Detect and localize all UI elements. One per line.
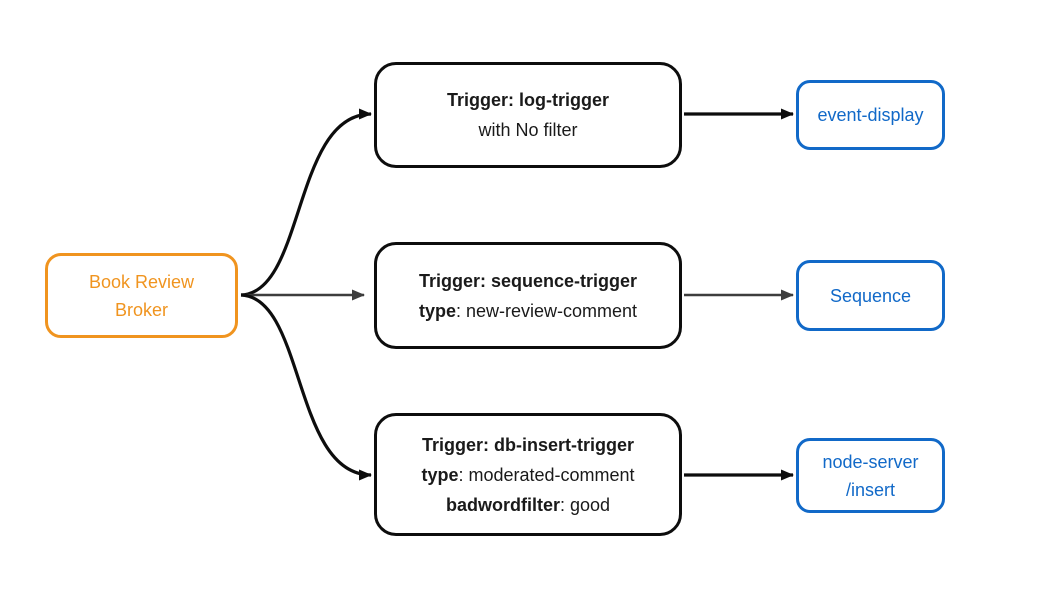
node-sink-sequence: Sequence — [796, 260, 945, 331]
sink-event-display-label: event-display — [817, 105, 924, 125]
node-sink-event-display: event-display — [796, 80, 945, 150]
trigger-db-insert-title: Trigger: db-insert-trigger — [421, 434, 634, 455]
sink-node-server-label-line1: node-server — [822, 451, 919, 472]
node-book-review-broker: Book Review Broker — [45, 253, 238, 338]
edge-broker-to-log-trigger — [240, 108, 372, 297]
trigger-db-insert-field-type: type: moderated-comment — [421, 464, 635, 485]
trigger-sequence-title: Trigger: sequence-trigger — [418, 270, 638, 291]
node-trigger-db-insert: Trigger: db-insert-trigger type: moderat… — [374, 413, 682, 536]
edge-broker-to-db-insert-trigger — [240, 293, 372, 481]
trigger-db-insert-field-badwordfilter: badwordfilter: good — [445, 494, 611, 515]
node-trigger-log: Trigger: log-trigger with No filter — [374, 62, 682, 168]
trigger-log-subtitle: with No filter — [478, 120, 578, 140]
broker-label-line1: Book Review — [88, 271, 195, 292]
sink-sequence-label: Sequence — [829, 285, 912, 306]
node-sink-node-server-insert: node-server /insert — [796, 438, 945, 513]
trigger-sequence-field-type: type: new-review-comment — [418, 300, 638, 321]
node-trigger-sequence: Trigger: sequence-trigger type: new-revi… — [374, 242, 682, 349]
sink-node-server-label-line2: /insert — [845, 479, 896, 500]
trigger-log-title: Trigger: log-trigger — [447, 90, 609, 110]
broker-label-line2: Broker — [114, 299, 168, 320]
